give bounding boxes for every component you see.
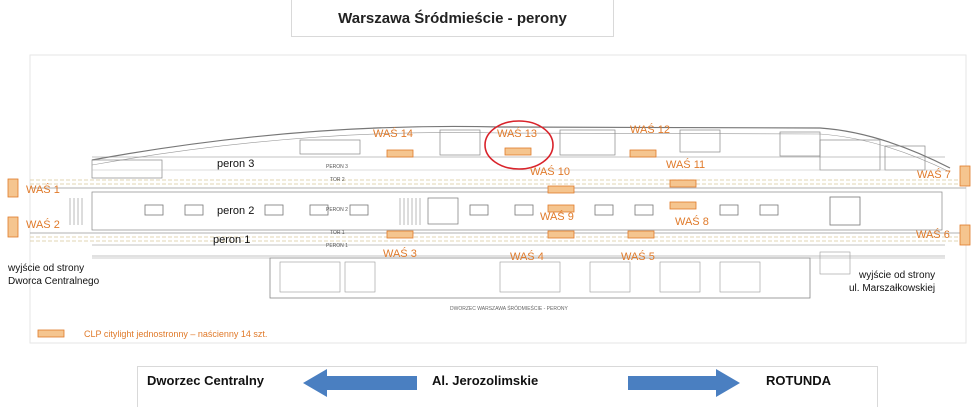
exit-right-line1: wyjście od strony	[859, 270, 936, 281]
ad-label-was1: WAŚ 1	[26, 184, 60, 196]
platform-3-label: peron 3	[217, 158, 255, 170]
exit-left-line1: wyjście od strony	[8, 263, 85, 274]
direction-box	[137, 366, 878, 407]
track1-caption: TOR 1	[330, 230, 345, 236]
ad-label-was10: WAŚ 10	[530, 166, 570, 178]
platform-1-label: peron 1	[213, 234, 251, 246]
ad-label-was5: WAŚ 5	[621, 251, 655, 263]
ad-label-was3: WAŚ 3	[383, 248, 417, 260]
ad-label-was7: WAŚ 7	[917, 169, 951, 181]
ad-label-was8: WAŚ 8	[675, 216, 709, 228]
legend-label: CLP citylight jednostronny – naścienny 1…	[84, 329, 268, 339]
platform1-caption: PERON 1	[326, 243, 348, 249]
platform-2-label: peron 2	[217, 205, 255, 217]
track2-caption: TOR 2	[330, 177, 345, 183]
ad-label-was12: WAŚ 12	[630, 124, 670, 136]
ad-label-was9: WAŚ 9	[540, 211, 574, 223]
ad-label-was4: WAŚ 4	[510, 251, 544, 263]
platform2-caption: PERON 2	[326, 207, 348, 213]
page-title: Warszawa Śródmieście - perony	[291, 0, 614, 37]
exit-right-line2: ul. Marszałkowskiej	[849, 283, 936, 294]
ad-label-was14: WAŚ 14	[373, 128, 413, 140]
ad-label-was6: WAŚ 6	[916, 229, 950, 241]
direction-right-label: ROTUNDA	[766, 373, 831, 388]
ad-label-was13: WAŚ 13	[497, 128, 537, 140]
street-label: Al. Jerozolimskie	[432, 373, 539, 388]
plan-caption: DWORZEC WARSZAWA ŚRÓDMIEŚCIE - PERONY	[450, 306, 568, 312]
exit-left-line2: Dworca Centralnego	[8, 276, 100, 287]
ad-label-was2: WAŚ 2	[26, 219, 60, 231]
ad-label-was11: WAŚ 11	[666, 159, 706, 171]
direction-left-label: Dworzec Centralny	[147, 373, 265, 388]
platform3-caption: PERON 3	[326, 164, 348, 170]
exit-left: wyjście od strony Dworca Centralnego	[8, 262, 99, 288]
exit-right: wyjście od strony ul. Marszałkowskiej	[849, 269, 935, 295]
